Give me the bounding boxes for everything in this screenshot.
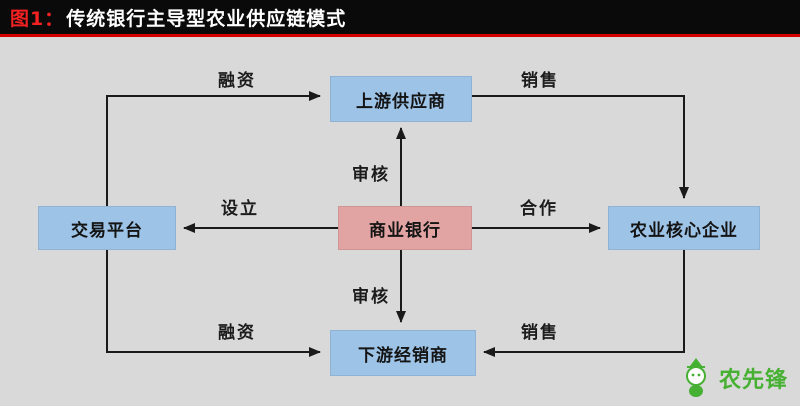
edge-label-sales-top: 销售 — [521, 71, 559, 91]
edge-label-financing-top: 融资 — [218, 71, 256, 91]
title-bar: 图1： 传统银行主导型农业供应链模式 — [0, 0, 800, 34]
edge-label-sales-bottom: 销售 — [521, 323, 559, 343]
node-downstream-distributor: 下游经销商 — [330, 330, 476, 376]
title-figure-number: 图1： — [10, 7, 65, 30]
node-agricultural-core-enterprise: 农业核心企业 — [608, 206, 760, 250]
edge-label-review-top: 审核 — [352, 165, 390, 185]
node-upstream-supplier: 上游供应商 — [330, 76, 472, 122]
page-title: 传统银行主导型农业供应链模式 — [66, 7, 347, 30]
edge-label-review-bottom: 审核 — [352, 287, 390, 307]
edge-label-financing-bottom: 融资 — [218, 323, 256, 343]
mascot-icon — [685, 358, 706, 397]
node-trading-platform: 交易平台 — [38, 206, 176, 250]
watermark: 农先锋 — [677, 356, 788, 400]
title-underline — [0, 34, 800, 37]
edge-label-setup: 设立 — [221, 199, 259, 219]
watermark-text: 农先锋 — [718, 368, 788, 393]
edge-label-cooperation: 合作 — [520, 199, 558, 219]
node-commercial-bank: 商业银行 — [338, 206, 472, 250]
